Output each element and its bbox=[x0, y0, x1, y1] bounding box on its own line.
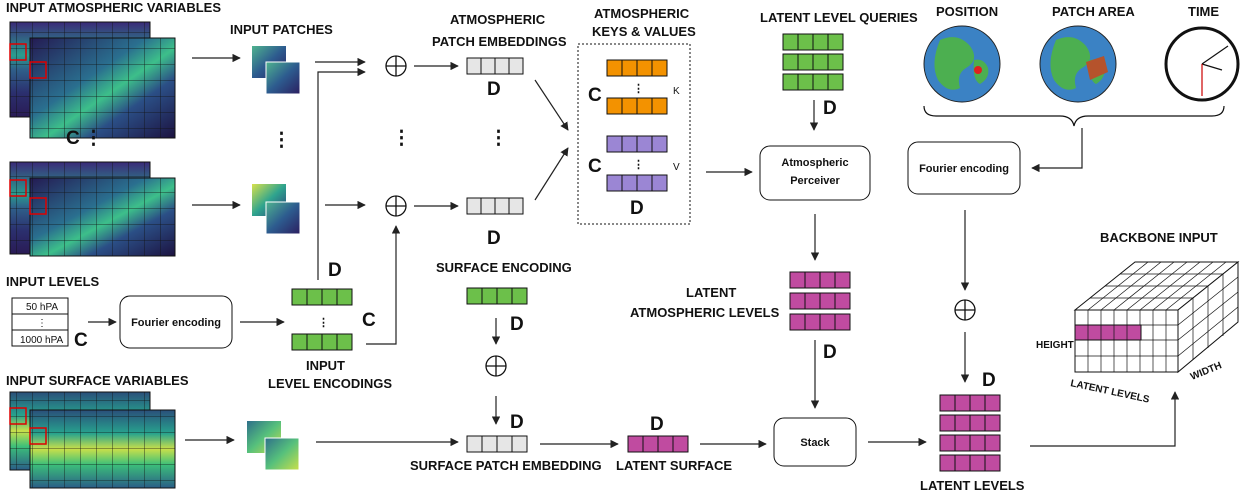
stack-label: Stack bbox=[800, 437, 830, 449]
embed-dim-D-top: D bbox=[487, 79, 501, 100]
keys-K-label: K bbox=[673, 86, 680, 97]
atm-patch-embedding-top bbox=[466, 57, 524, 75]
keys-values-box bbox=[577, 43, 691, 225]
time-label: TIME bbox=[1188, 4, 1219, 19]
input-patches-label: INPUT PATCHES bbox=[230, 22, 333, 37]
add-node-bottom bbox=[385, 195, 407, 217]
input-levels-label: INPUT LEVELS bbox=[6, 274, 100, 289]
fourier-encoding-right-label: Fourier encoding bbox=[919, 163, 1009, 175]
patch-highlight bbox=[29, 427, 47, 445]
height-axis-label: HEIGHT bbox=[1036, 340, 1074, 351]
input-atmospheric-variables-label: INPUT ATMOSPHERIC VARIABLES bbox=[6, 0, 221, 15]
channels-C-label: C bbox=[66, 128, 80, 149]
latent-levels-vectors bbox=[939, 394, 1001, 472]
atm-patch-embeddings-label-1: ATMOSPHERIC bbox=[450, 12, 546, 27]
level-enc-ellipsis: ⋮ bbox=[318, 317, 329, 329]
surface-encoding-label: SURFACE ENCODING bbox=[436, 260, 572, 275]
add-node-right bbox=[954, 299, 976, 321]
latent-levels-axis-label: LATENT LEVELS bbox=[1069, 378, 1150, 406]
backbone-input-cube bbox=[1073, 260, 1240, 374]
patch-highlight bbox=[9, 407, 27, 425]
fourier-encoding-right-block: Fourier encoding bbox=[907, 141, 1021, 195]
perceiver-label-1: Atmospheric bbox=[781, 157, 848, 169]
backbone-input-label: BACKBONE INPUT bbox=[1100, 230, 1218, 245]
patch-highlight bbox=[9, 179, 27, 197]
surface-input-patch bbox=[247, 421, 300, 471]
latent-levels-dim-D: D bbox=[982, 370, 996, 391]
latent-atm-levels-label-1: LATENT bbox=[686, 285, 736, 300]
embeddings-ellipsis: ⋮ bbox=[489, 128, 508, 149]
latent-levels-label: LATENT LEVELS bbox=[920, 478, 1025, 493]
globe-position-icon bbox=[923, 25, 1001, 103]
fourier-encoding-left-block: Fourier encoding bbox=[119, 295, 233, 349]
atm-patch-embeddings-label-2: PATCH EMBEDDINGS bbox=[432, 34, 567, 49]
values-C-label: C bbox=[588, 156, 602, 177]
keys-ellipsis: ⋮ bbox=[633, 83, 644, 95]
add-node-surface bbox=[485, 355, 507, 377]
level-enc-C-label: C bbox=[362, 310, 376, 331]
keys-C-label: C bbox=[588, 85, 602, 106]
level-1000hpa: 1000 hPA bbox=[20, 335, 64, 346]
level-ellipsis: ⋮ bbox=[37, 318, 47, 329]
position-label: POSITION bbox=[936, 4, 998, 19]
input-level-encodings-label-2: LEVEL ENCODINGS bbox=[268, 376, 392, 391]
value-vectors: ⋮ bbox=[606, 135, 668, 192]
atm-keys-values-label-1: ATMOSPHERIC bbox=[594, 6, 690, 21]
values-V-label: V bbox=[673, 162, 680, 173]
key-vectors: ⋮ bbox=[606, 59, 668, 115]
input-level-encoding-vectors: ⋮ bbox=[291, 288, 353, 351]
atmospheric-perceiver-block: Atmospheric Perceiver bbox=[759, 145, 871, 201]
globe-patch-area-icon bbox=[1039, 25, 1117, 103]
level-enc-dim-D: D bbox=[328, 260, 342, 281]
patch-area-label: PATCH AREA bbox=[1052, 4, 1135, 19]
atmospheric-field-stack-bottom bbox=[9, 161, 176, 257]
patch-highlight bbox=[29, 197, 47, 215]
vertical-ellipsis: ⋮ bbox=[84, 128, 103, 149]
latent-level-queries-label: LATENT LEVEL QUERIES bbox=[760, 10, 918, 25]
perceiver-label-2: Perceiver bbox=[790, 175, 840, 187]
latent-surface-dim-D: D bbox=[650, 414, 664, 435]
surface-encoding-vector bbox=[466, 287, 528, 305]
latent-surface-vector bbox=[627, 435, 689, 453]
kv-dim-D-label: D bbox=[630, 198, 644, 219]
atm-keys-values-label-2: KEYS & VALUES bbox=[592, 24, 696, 39]
patch-highlight bbox=[9, 43, 27, 61]
latent-atm-levels-label-2: ATMOSPHERIC LEVELS bbox=[630, 305, 780, 320]
levels-C-label: C bbox=[74, 330, 88, 351]
surface-enc-dim-D: D bbox=[510, 314, 524, 335]
patch-highlight bbox=[29, 61, 47, 79]
add-node-top bbox=[385, 55, 407, 77]
input-surface-variables-label: INPUT SURFACE VARIABLES bbox=[6, 373, 189, 388]
width-axis-label: WIDTH bbox=[1189, 360, 1224, 382]
latent-surface-label: LATENT SURFACE bbox=[616, 458, 732, 473]
grouping-brace bbox=[923, 105, 1225, 127]
queries-dim-D: D bbox=[823, 98, 837, 119]
latent-atm-dim-D: D bbox=[823, 342, 837, 363]
add-ellipsis: ⋮ bbox=[392, 128, 411, 149]
pressure-levels-table: 50 hPA ⋮ 1000 hPA bbox=[11, 297, 69, 347]
surface-field-stack bbox=[9, 391, 176, 489]
surface-patch-embedding-label: SURFACE PATCH EMBEDDING bbox=[410, 458, 602, 473]
latent-atmospheric-vectors bbox=[789, 271, 851, 331]
surface-patch-dim-D: D bbox=[510, 412, 524, 433]
values-ellipsis: ⋮ bbox=[633, 159, 644, 171]
atm-patch-embedding-bottom bbox=[466, 197, 524, 215]
level-50hpa: 50 hPA bbox=[26, 302, 58, 313]
fourier-encoding-left-label: Fourier encoding bbox=[131, 317, 221, 329]
embed-dim-D-bottom: D bbox=[487, 228, 501, 249]
input-patch-bottom bbox=[252, 184, 301, 235]
stack-block: Stack bbox=[773, 417, 857, 467]
surface-patch-embedding-vector bbox=[466, 435, 528, 453]
clock-time-icon bbox=[1164, 26, 1240, 102]
atmospheric-field-stack-top bbox=[9, 21, 176, 139]
input-level-encodings-label-1: INPUT bbox=[306, 358, 345, 373]
input-patch-top bbox=[252, 46, 301, 95]
patches-ellipsis: ⋮ bbox=[272, 130, 291, 151]
latent-query-vectors bbox=[782, 33, 844, 91]
